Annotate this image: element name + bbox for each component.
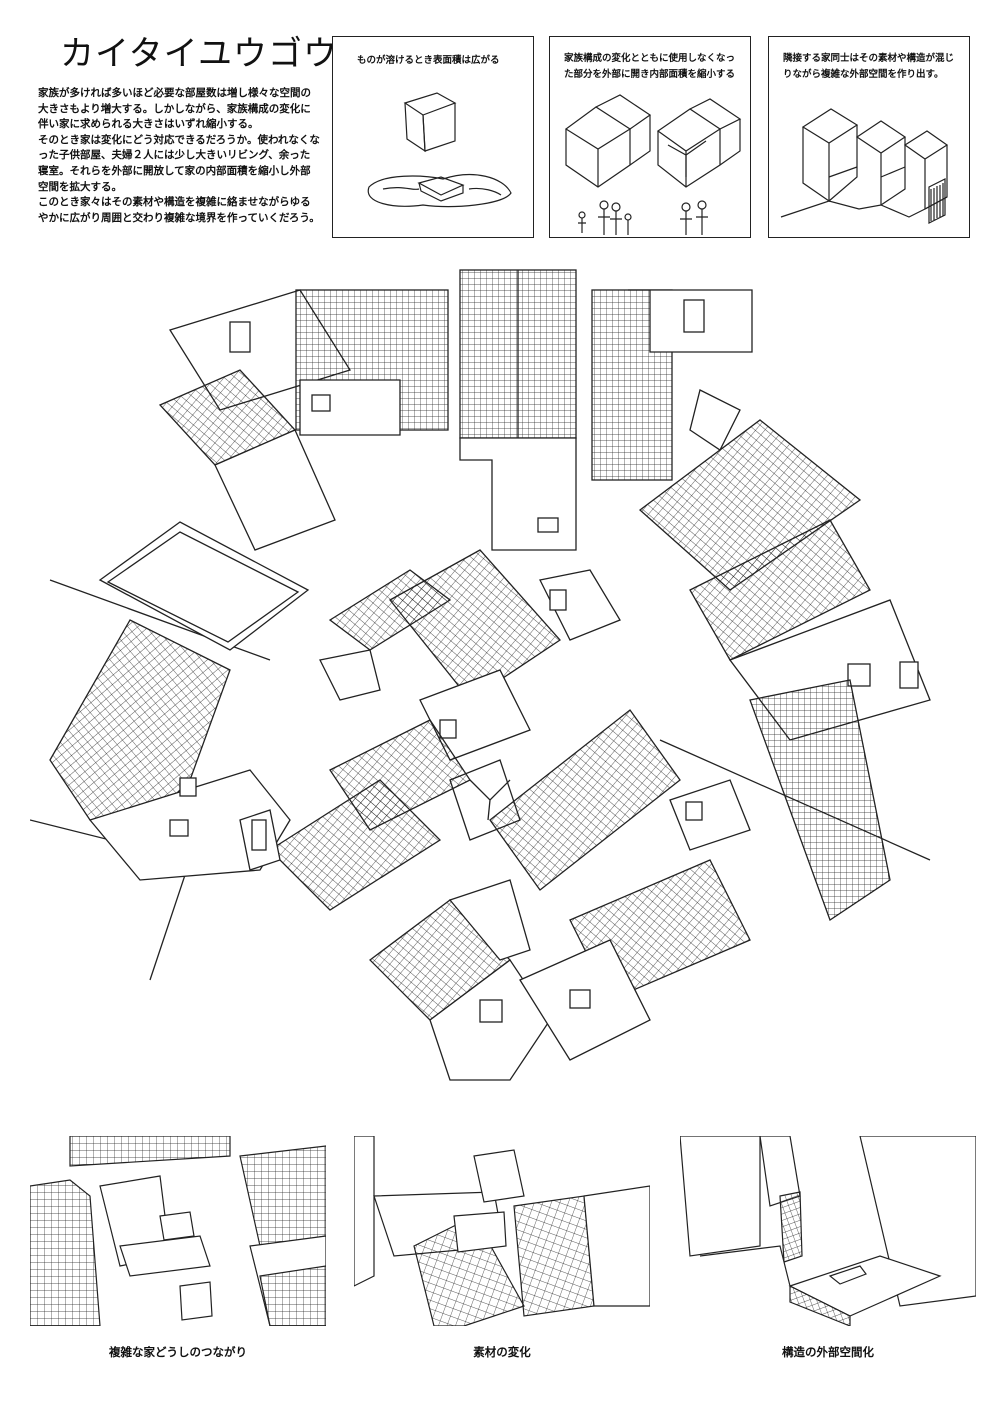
house-opening-sketch	[564, 94, 742, 235]
neighbor-caption: 隣接する家同士はその素材や構造が混じりながら複雑な外部空間を作り出す。	[783, 53, 955, 80]
connection-caption: 複雑な家どうしのつながり	[109, 1345, 247, 1359]
structure-caption: 構造の外部空間化	[782, 1345, 874, 1359]
family-panel: 家族構成の変化とともに使用しなくなった部分を外部に開き内部面積を縮小する	[549, 36, 751, 238]
material-caption: 素材の変化	[473, 1345, 531, 1359]
intro-paragraph-1: 家族が多ければ多いほど必要な部屋数は増し様々な空間の大きさもより増大する。しかし…	[38, 87, 311, 131]
family-caption: 家族構成の変化とともに使用しなくなった部分を外部に開き内部面積を縮小する	[564, 53, 736, 80]
melt-panel: ものが溶けるとき表面積は広がる	[332, 36, 534, 238]
structure-sketch	[680, 1136, 976, 1326]
intro-paragraph-2: そのとき家は変化にどう対応できるだろうか。使われなくなった子供部屋、夫婦２人には…	[38, 133, 320, 193]
intro-paragraph-3: このとき家々はその素材や構造を複雑に絡ませながらゆるやかに広がり周囲と交わり複雑…	[38, 196, 320, 224]
aerial-axonometric-drawing	[30, 269, 931, 1081]
melting-box-sketch	[367, 92, 512, 208]
neighbor-houses-sketch	[780, 108, 949, 224]
connection-sketch	[30, 1136, 326, 1326]
page-title: カイタイユウゴウ	[60, 34, 338, 74]
melt-caption: ものが溶けるとき表面積は広がる	[357, 55, 500, 66]
neighbor-panel: 隣接する家同士はその素材や構造が混じりながら複雑な外部空間を作り出す。	[768, 36, 970, 238]
material-sketch	[354, 1136, 650, 1326]
intro-text: 家族が多ければ多いほど必要な部屋数は増し様々な空間の大きさもより増大する。しかし…	[38, 86, 320, 226]
